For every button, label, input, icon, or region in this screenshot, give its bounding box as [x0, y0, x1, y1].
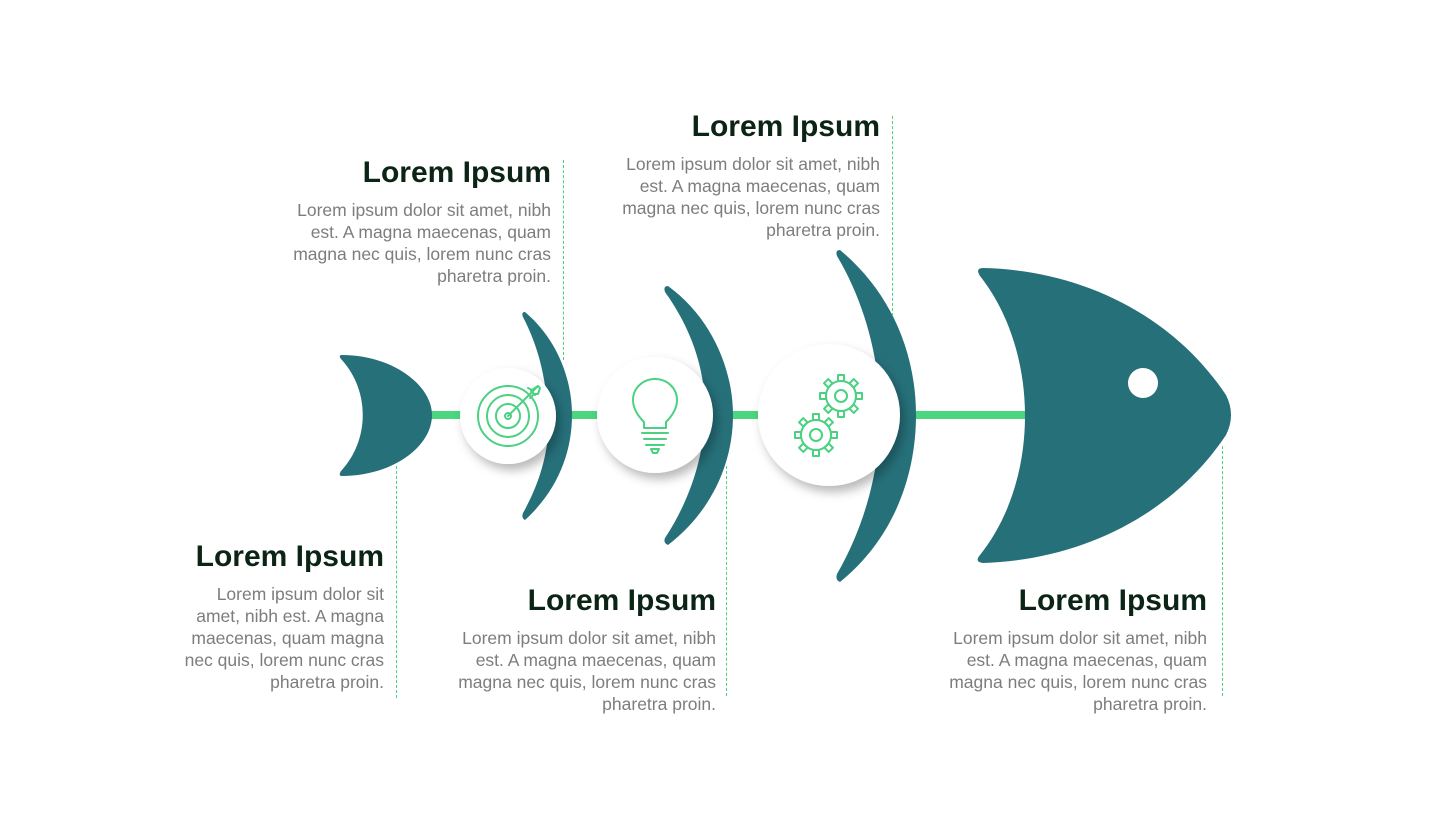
fish-rib-2 [664, 286, 733, 545]
label-description: Lorem ipsum dolor sit amet, nibh est. A … [458, 628, 716, 714]
fish-head [977, 268, 1231, 563]
label-top-left: Lorem Ipsum Lorem ipsum dolor sit amet, … [278, 155, 551, 287]
label-description: Lorem ipsum dolor sit amet, nibh est. A … [622, 154, 880, 240]
connector-bottom-middle [726, 466, 727, 696]
label-title: Lorem Ipsum [691, 110, 880, 143]
lightbulb-icon [632, 378, 678, 454]
label-bottom-right: Lorem Ipsum Lorem ipsum dolor sit amet, … [933, 583, 1207, 715]
spine-segment [730, 411, 758, 419]
label-title: Lorem Ipsum [362, 156, 551, 189]
connector-top-left [563, 160, 564, 360]
step-3-circle [758, 344, 900, 486]
label-title: Lorem Ipsum [527, 584, 716, 617]
connector-bottom-right [1222, 446, 1223, 696]
label-description: Lorem ipsum dolor sit amet, nibh est. A … [293, 200, 551, 286]
label-description: Lorem ipsum dolor sit amet, nibh est. A … [949, 628, 1207, 714]
connector-bottom-left [396, 466, 397, 698]
step-2-circle [597, 357, 713, 473]
spine-segment [570, 411, 600, 419]
target-icon [477, 385, 541, 447]
fish-rib-3 [836, 250, 916, 582]
fish-eye [1128, 368, 1158, 398]
label-title: Lorem Ipsum [195, 540, 384, 573]
spine [428, 411, 1026, 419]
label-title: Lorem Ipsum [1018, 584, 1207, 617]
spine-segment [910, 411, 1026, 419]
fish-rib-1 [522, 312, 572, 520]
label-bottom-left: Lorem Ipsum Lorem ipsum dolor sit amet, … [172, 539, 384, 693]
spine-segment [428, 411, 462, 419]
label-description: Lorem ipsum dolor sit amet, nibh est. A … [184, 584, 384, 692]
gears-icon [794, 374, 863, 457]
connector-top-middle [892, 116, 893, 316]
label-top-middle: Lorem Ipsum Lorem ipsum dolor sit amet, … [607, 109, 880, 241]
fish-tail [339, 355, 432, 476]
label-bottom-middle: Lorem Ipsum Lorem ipsum dolor sit amet, … [443, 583, 716, 715]
